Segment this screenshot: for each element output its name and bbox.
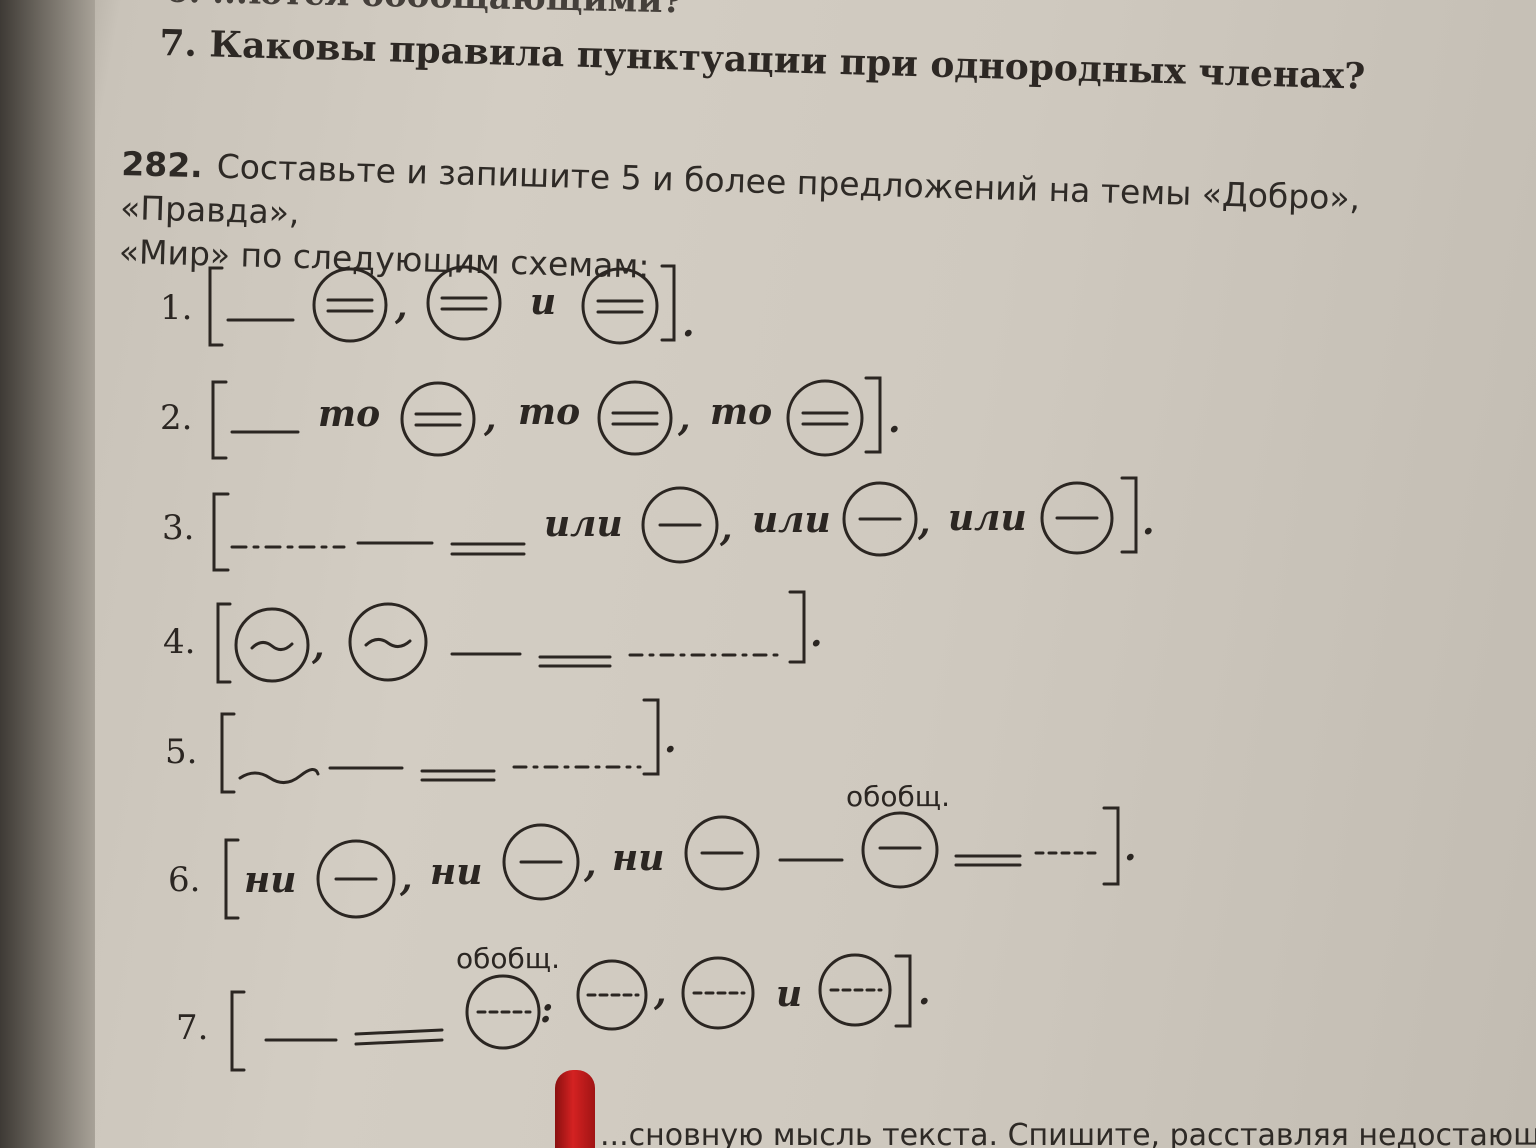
open-bracket	[208, 266, 224, 347]
open-bracket	[230, 990, 246, 1072]
homogeneous-predicate-circle	[400, 381, 476, 457]
next-exercise-partial-text: ...сновную мысль текста. Спишите, расста…	[600, 1118, 1536, 1148]
conjunction-ili: или	[752, 499, 831, 541]
scheme-1: , и .	[208, 264, 695, 347]
generalizing-word-note: обобщ.	[456, 942, 560, 975]
conjunction-i: и	[776, 973, 802, 1015]
predicate-double-line-top	[354, 1028, 444, 1036]
comma: ,	[677, 397, 691, 439]
period: .	[1124, 827, 1137, 869]
particle-ni: ни	[612, 837, 664, 879]
homogeneous-object-circle	[684, 815, 760, 891]
particle-to: то	[518, 391, 580, 433]
period: .	[1142, 501, 1155, 543]
homogeneous-object-circle	[681, 956, 755, 1030]
period: .	[918, 971, 931, 1013]
scheme-4: , .	[216, 590, 823, 684]
scheme-5: .	[220, 698, 677, 794]
comma: ,	[583, 843, 597, 885]
colon: :	[540, 989, 553, 1031]
homogeneous-predicate-circle	[581, 267, 659, 345]
particle-ni: ни	[430, 851, 482, 893]
conjunction-ili: или	[948, 497, 1027, 539]
particle-ni: ни	[244, 859, 296, 901]
generalizing-word-circle	[465, 974, 541, 1050]
homogeneous-predicate-circle	[597, 380, 673, 456]
scheme-2: то , то , то .	[211, 376, 901, 460]
book-spine-shadow	[0, 0, 95, 1148]
attribute-wavy-line	[238, 768, 320, 784]
open-bracket	[224, 838, 240, 920]
open-bracket	[216, 602, 232, 684]
red-marker-tip	[555, 1070, 595, 1148]
comma: ,	[399, 857, 413, 899]
homogeneous-object-circle	[576, 959, 648, 1031]
scheme-label-5: 5.	[165, 732, 198, 772]
open-bracket	[212, 492, 230, 572]
open-bracket	[220, 712, 236, 794]
close-bracket	[660, 264, 676, 342]
scheme-7: обобщ. : , и .	[230, 942, 931, 1072]
predicate-double-line-bottom	[354, 1038, 444, 1046]
homogeneous-object-circle	[502, 823, 580, 901]
homogeneous-predicate-circle	[426, 265, 502, 341]
period: .	[682, 303, 695, 345]
period: .	[810, 613, 823, 655]
comma: ,	[394, 285, 408, 327]
scheme-label-2: 2.	[160, 398, 193, 438]
scheme-label-6: 6.	[168, 860, 201, 900]
comma: ,	[917, 501, 931, 543]
homogeneous-object-circle	[842, 481, 918, 557]
scheme-label-1: 1.	[160, 288, 193, 328]
close-bracket	[1102, 806, 1120, 886]
homogeneous-object-circle	[818, 953, 892, 1027]
open-bracket	[211, 380, 228, 460]
homogeneous-predicate-circle	[786, 379, 864, 457]
scheme-3: или , или , или .	[212, 476, 1155, 572]
scheme-label-3: 3.	[162, 508, 195, 548]
close-bracket	[788, 590, 806, 664]
scheme-6: ни , ни , ни обобщ. .	[224, 780, 1137, 920]
scheme-label-4: 4.	[163, 622, 196, 662]
particle-to: то	[710, 391, 772, 433]
homogeneous-object-circle	[641, 486, 719, 564]
conjunction-ili: или	[544, 503, 623, 545]
homogeneous-attribute-circle	[234, 607, 310, 683]
homogeneous-object-circle	[1040, 481, 1114, 555]
homogeneous-attribute-circle	[348, 602, 428, 682]
comma: ,	[653, 971, 667, 1013]
period: .	[888, 399, 901, 441]
scheme-label-7: 7.	[176, 1008, 209, 1048]
close-bracket	[1120, 476, 1138, 554]
particle-to: то	[318, 393, 380, 435]
close-bracket	[642, 698, 660, 776]
generalizing-word-circle	[861, 811, 939, 889]
generalizing-word-note: обобщ.	[846, 780, 950, 813]
period: .	[664, 719, 677, 761]
close-bracket	[864, 376, 882, 454]
comma: ,	[483, 397, 497, 439]
homogeneous-object-circle	[316, 839, 396, 919]
homogeneous-predicate-circle	[312, 267, 388, 343]
close-bracket	[894, 954, 912, 1028]
comma: ,	[719, 507, 733, 549]
comma: ,	[311, 625, 325, 667]
conjunction-i: и	[530, 281, 556, 323]
